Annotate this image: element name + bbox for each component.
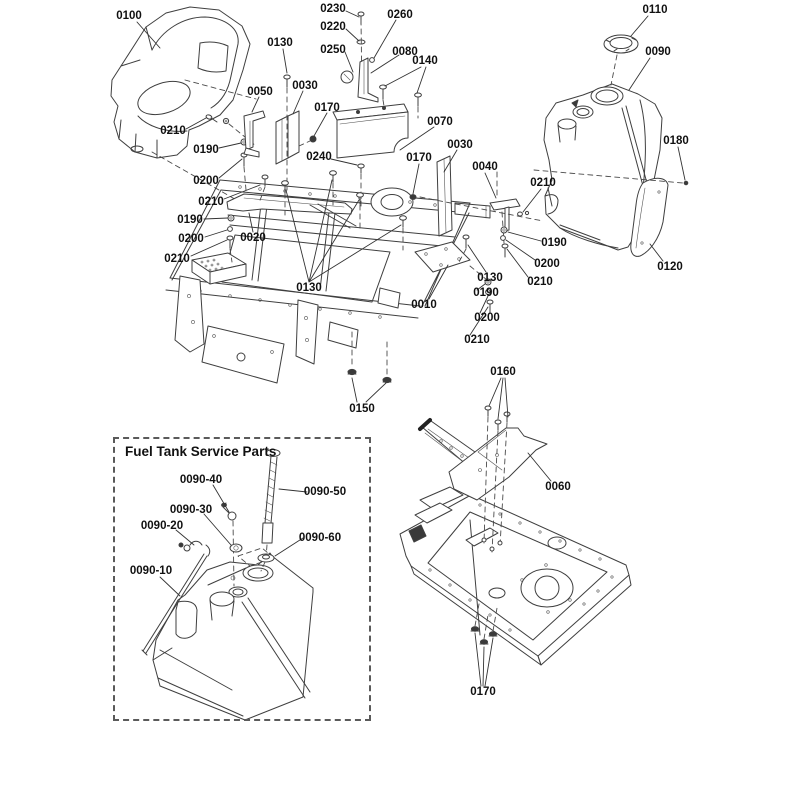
inset-small-parts [141,449,281,656]
screw-0240 [357,163,365,209]
console-shell-part [110,6,251,159]
nuts-0170-bottom [470,603,498,645]
panel-0180-alignment [533,169,689,186]
screw-0130-top [283,74,291,191]
fuel-cap-0110-part [603,34,639,86]
frame-right-hardware [409,155,544,314]
fastener-column-0020 [226,214,235,263]
heat-shield-0070-part [332,103,409,159]
screws-0130-frame [281,170,407,251]
alignment-dashes-left [151,79,257,203]
rear-deck-part [399,418,632,666]
leader-lines [136,10,686,687]
fuel-tank-service-parts-box: Fuel Tank Service Parts [113,437,371,721]
main-frame-part [165,179,491,384]
plate-0060-part [448,427,548,501]
side-panel-0120-part [630,177,669,257]
screws-0160 [481,405,511,553]
inset-fuel-tank-part [152,547,314,721]
bracket-0030-left-part [275,110,300,165]
inset-box-title: Fuel Tank Service Parts [125,444,277,459]
nut-0170-left [298,135,317,147]
top-center-hardware [340,11,379,103]
fuel-tank-0090-part [543,83,663,251]
cross-support-0020-part [226,174,357,229]
nuts-0150 [347,331,392,384]
bracket-0050-part [243,110,266,158]
